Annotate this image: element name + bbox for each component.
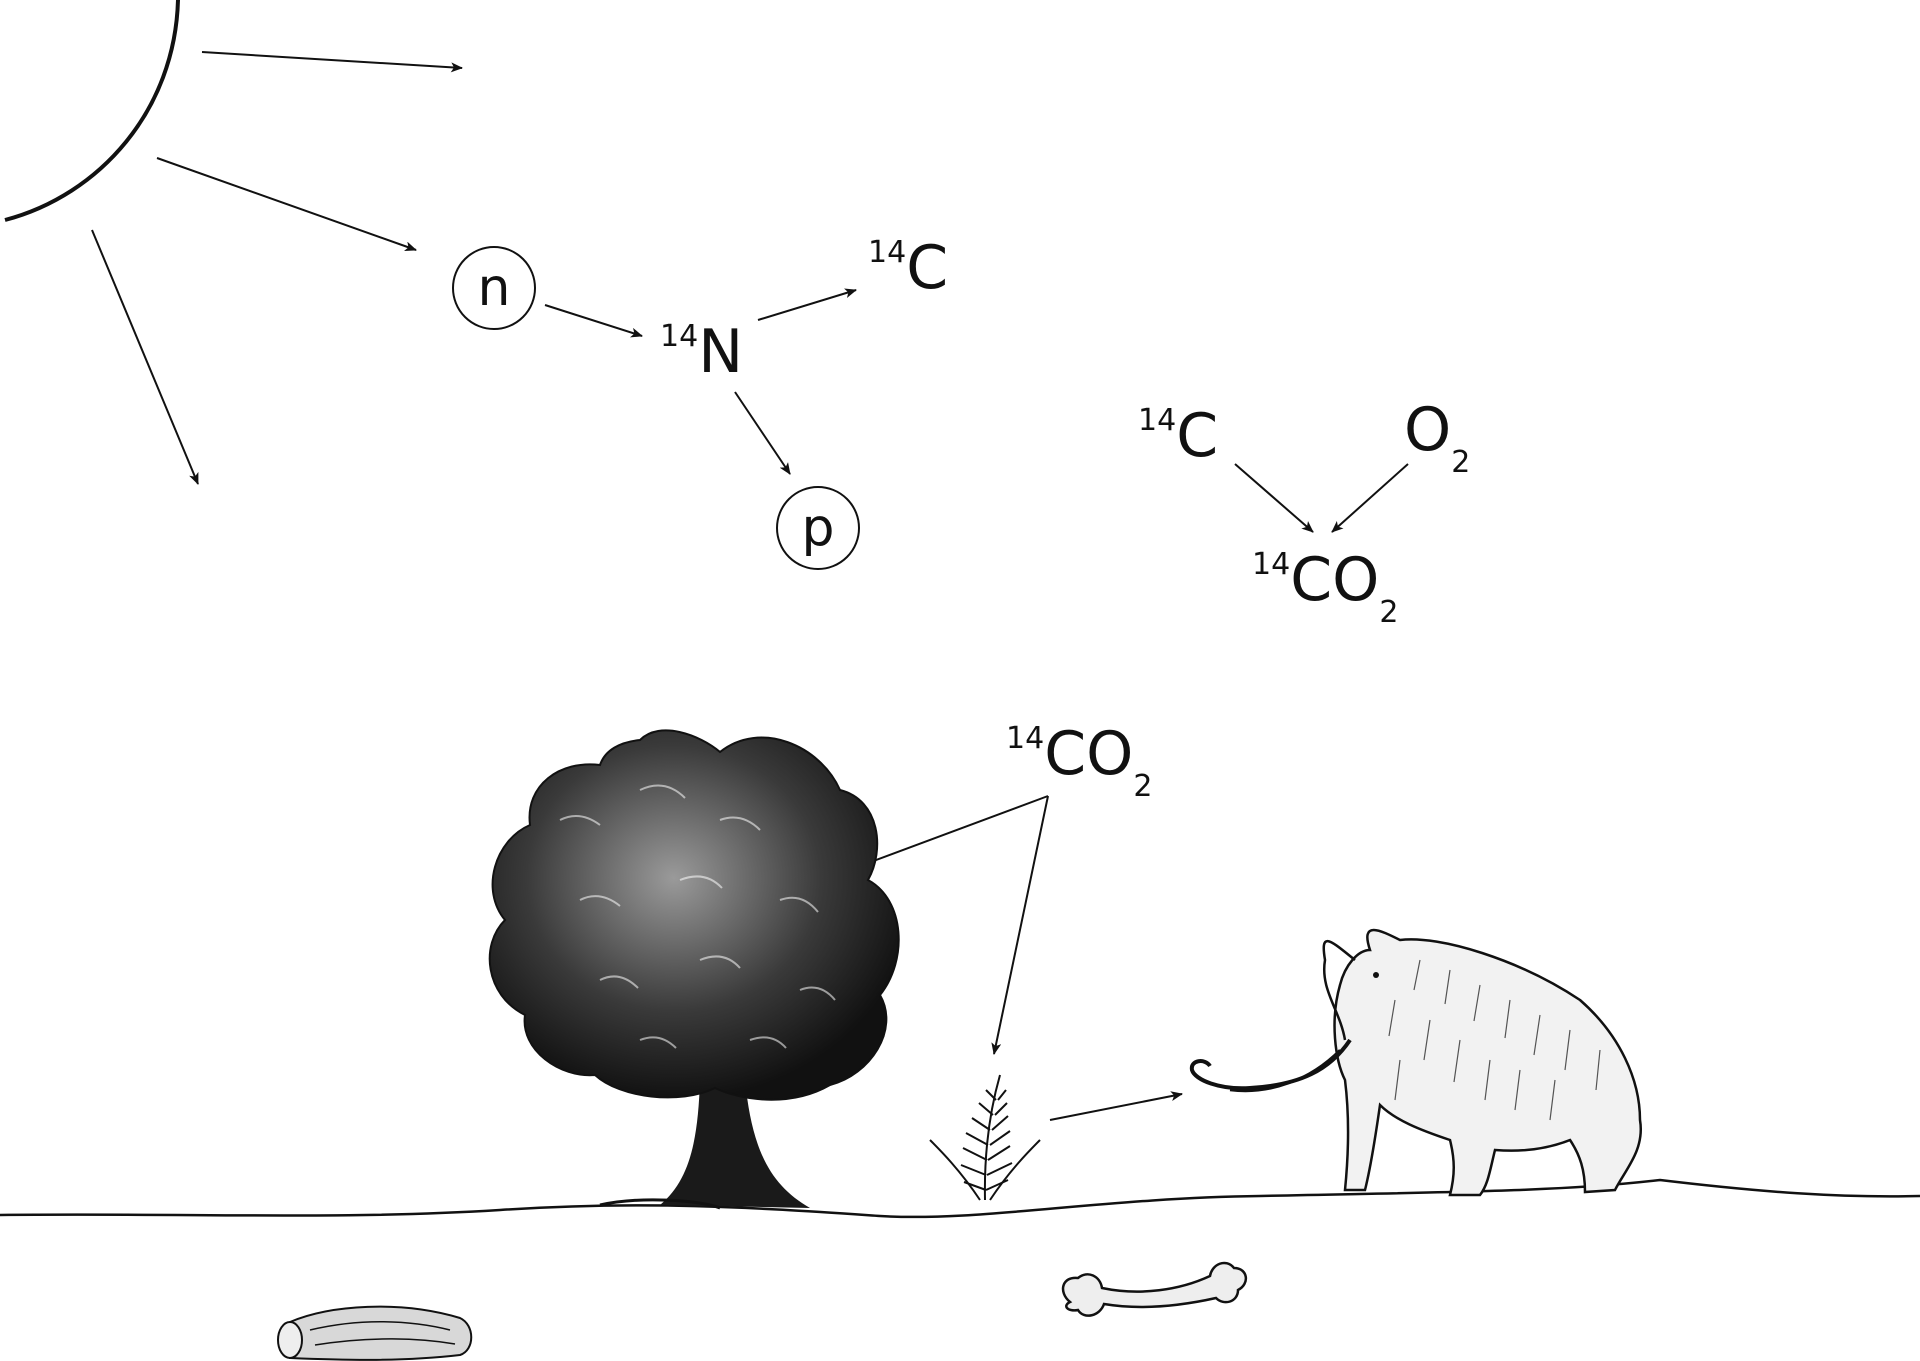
tree-icon	[488, 729, 900, 1210]
nitrogen14-label: 14N	[660, 317, 744, 387]
mammoth-icon	[1189, 928, 1643, 1197]
cosmic-ray-arrows	[91, 51, 463, 485]
oxygen-label: O2	[1404, 395, 1471, 480]
uptake-arrows	[859, 795, 1183, 1121]
reaction-arrows	[544, 288, 1409, 533]
neutron-particle: n	[452, 246, 536, 330]
ground-line	[0, 1178, 1920, 1219]
proton-particle: p	[776, 486, 860, 570]
co2-uptake-label: 14CO2	[1006, 719, 1153, 804]
neutron-label: n	[477, 258, 511, 318]
log-icon	[277, 1305, 473, 1361]
carbon14-reactant-label: 14C	[1138, 401, 1219, 471]
bone-icon	[1061, 1261, 1247, 1317]
co2-product-label: 14CO2	[1252, 545, 1399, 630]
fern-icon	[929, 1074, 1041, 1201]
sun-icon	[4, 0, 180, 222]
proton-label: p	[801, 498, 835, 558]
carbon14-product-label: 14C	[868, 233, 949, 303]
